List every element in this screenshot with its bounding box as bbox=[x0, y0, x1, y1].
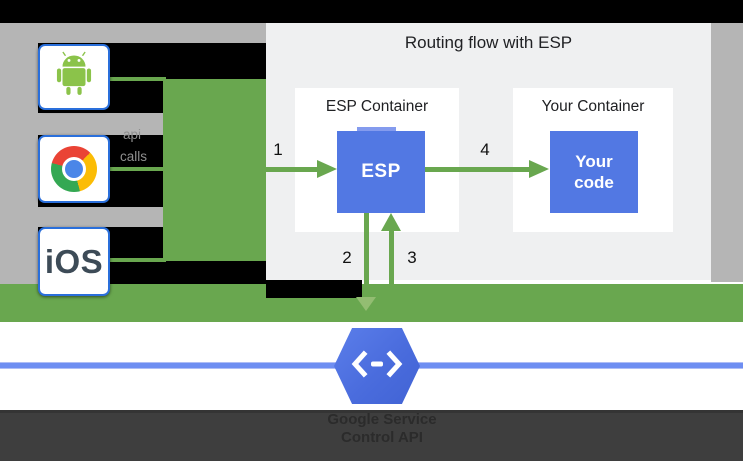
step-2-label: 2 bbox=[342, 248, 352, 267]
gray-background-left bbox=[0, 43, 38, 284]
gray-row-divider-2 bbox=[0, 207, 163, 227]
service-caption-line2: Control API bbox=[341, 429, 423, 446]
ios-client-tile: iOS bbox=[38, 227, 110, 296]
service-caption: Google Service Control API bbox=[290, 411, 474, 447]
chrome-request-arrow bbox=[110, 167, 166, 171]
arrow-3-line bbox=[389, 229, 394, 302]
calls-label: calls bbox=[120, 149, 148, 164]
esp-container-label: ESP Container bbox=[325, 98, 429, 115]
android-icon bbox=[51, 50, 97, 105]
arrow-1-line bbox=[266, 167, 321, 172]
android-request-arrow bbox=[110, 77, 166, 81]
green-routing-band-vertical bbox=[163, 79, 266, 261]
ios-label: iOS bbox=[44, 242, 104, 280]
arrow-3-head bbox=[381, 213, 401, 231]
ios-request-arrow bbox=[110, 258, 166, 262]
your-container-label: Your Container bbox=[541, 98, 645, 115]
bottom-dark-band bbox=[0, 410, 743, 461]
panel-title: Routing flow with ESP bbox=[404, 33, 573, 52]
step-4-label: 4 bbox=[480, 140, 490, 159]
android-client-tile bbox=[38, 44, 110, 110]
service-caption-line1: Google Service bbox=[327, 411, 437, 428]
chrome-client-tile bbox=[38, 135, 110, 203]
api-label: api bbox=[123, 127, 142, 142]
chrome-icon bbox=[51, 146, 97, 192]
your-code-line2: code bbox=[574, 173, 614, 192]
esp-box: ESP bbox=[337, 131, 425, 213]
top-black-bar bbox=[0, 0, 743, 23]
arrow-1-head bbox=[317, 160, 337, 178]
arrow-2-line bbox=[364, 213, 369, 301]
arrow-2-head bbox=[356, 297, 376, 311]
black-patch-under-panel bbox=[266, 280, 362, 298]
esp-box-label: ESP bbox=[361, 161, 401, 182]
your-code-box: Your code bbox=[550, 131, 638, 213]
gray-row-divider-1 bbox=[0, 113, 163, 135]
arrow-4-line bbox=[425, 167, 529, 172]
step-1-label: 1 bbox=[273, 140, 283, 159]
code-brackets-icon bbox=[351, 349, 403, 383]
background-blue-sliver bbox=[357, 127, 396, 133]
step-3-label: 3 bbox=[407, 248, 417, 267]
your-code-line1: Your bbox=[575, 152, 613, 171]
gray-background-top bbox=[0, 23, 266, 43]
endpoints-hexagon bbox=[334, 328, 420, 404]
gray-background-right bbox=[711, 23, 743, 282]
arrow-4-head bbox=[529, 160, 549, 178]
